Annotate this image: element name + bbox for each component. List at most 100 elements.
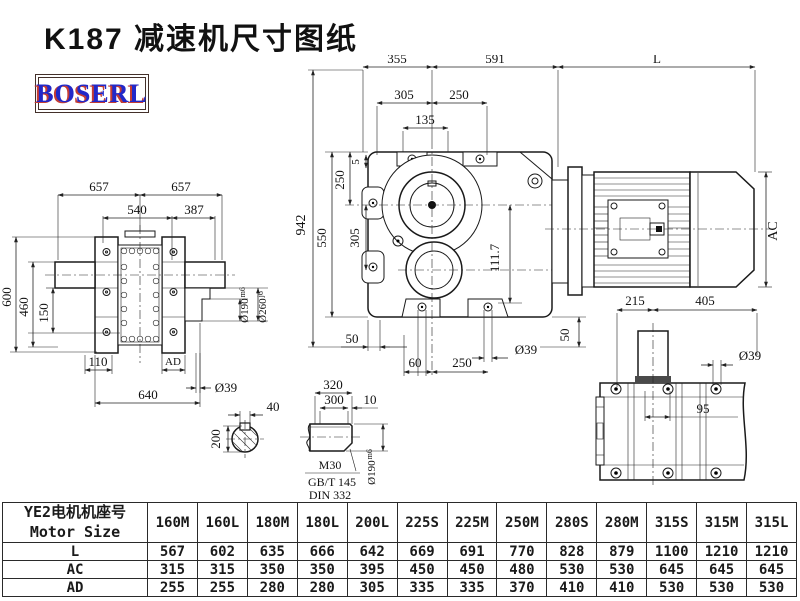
dim-side-hole: Ø39 (515, 342, 537, 357)
page-title: K187 减速机尺寸图纸 (44, 23, 359, 56)
table-cell: 1210 (696, 542, 748, 561)
top-view-ribs (604, 383, 744, 480)
shaft-end-dia-value: Ø190 (366, 460, 378, 485)
dim-shaft-300: 300 (324, 392, 344, 407)
dim-side-135: 135 (415, 112, 435, 127)
table-cell: 395 (346, 560, 398, 579)
table-header-cell: 250M (496, 502, 548, 543)
shaft-dia-value: Ø190 (239, 298, 251, 323)
table-cell: 770 (496, 542, 548, 561)
dim-shaft-10: 10 (364, 392, 377, 407)
dim-side-50-left: 50 (346, 331, 359, 346)
dim-front-hole: Ø39 (215, 380, 237, 395)
dim-front-shaft-dia: Ø190m6 (238, 287, 251, 323)
strip-bolt-holes (102, 248, 178, 336)
dim-front-657-left: 657 (89, 179, 109, 194)
dim-top-hole: Ø39 (739, 348, 761, 363)
dim-top-95: 95 (697, 401, 710, 416)
table-cell: 450 (446, 560, 498, 579)
dim-key-width: 40 (267, 399, 280, 414)
flange-dia-value: Ø260 (257, 298, 269, 323)
top-view-bolt-holes (610, 383, 722, 479)
front-view: 657 657 540 387 600 460 150 110 AD Ø39 6… (0, 179, 269, 407)
dim-top-405: 405 (695, 293, 715, 308)
table-header-cell: 315L (746, 502, 797, 543)
table-cell: 567 (147, 542, 198, 561)
top-view: 215 405 Ø39 95 (595, 293, 761, 487)
dim-shaft-end-dia: Ø190m6 (365, 449, 378, 485)
table-cell: 350 (296, 560, 348, 579)
table-cell: 280 (296, 578, 348, 597)
table-header-cell: 225S (396, 502, 448, 543)
table-header-cell: 160M (147, 502, 198, 543)
dim-side-355: 355 (387, 55, 407, 66)
motor-size-header-line2: Motor Size (29, 522, 121, 541)
dim-side-60: 60 (409, 355, 422, 370)
dim-front-387: 387 (184, 202, 204, 217)
dim-front-460: 460 (16, 297, 31, 317)
flange-bracket (184, 287, 211, 322)
face-bolt-circles (120, 247, 160, 343)
table-cell: 645 (746, 560, 797, 579)
table-cell: 315 (147, 560, 198, 579)
table-cell: 530 (696, 578, 748, 597)
table-cell: 1210 (746, 542, 797, 561)
motor-size-header-line1: YE2电机机座号 (23, 503, 127, 522)
dim-front-ad: AD (165, 356, 181, 368)
label-std-din332: DIN 332 (309, 488, 351, 501)
flange-dia-tol: j6 (256, 291, 265, 298)
dim-side-111-7: 111.7 (487, 243, 502, 272)
table-row-label: L (2, 542, 148, 561)
table-cell: 255 (196, 578, 248, 597)
table-cell: 828 (546, 542, 598, 561)
dim-side-250-top: 250 (449, 87, 469, 102)
table-cell: 335 (396, 578, 448, 597)
table-cell: 602 (196, 542, 248, 561)
shaft-section-view: 40 200 (208, 399, 280, 458)
dim-front-flange-dia: Ø260j6 (256, 291, 269, 323)
table-header-cell: 180L (296, 502, 348, 543)
label-std-gbt145: GB/T 145 (308, 475, 356, 489)
table-row-label: AD (2, 578, 148, 597)
table-header-cell: 315S (646, 502, 698, 543)
table-cell: 645 (646, 560, 698, 579)
brand-logo: BOSERL (35, 74, 149, 113)
table-cell: 530 (546, 560, 598, 579)
dim-front-540: 540 (127, 202, 147, 217)
table-cell: 642 (346, 542, 398, 561)
table-header-cell: 280M (596, 502, 648, 543)
dim-front-150: 150 (36, 303, 51, 323)
table-cell: 280 (246, 578, 298, 597)
table-cell: 530 (646, 578, 698, 597)
dim-side-942: 942 (294, 215, 309, 236)
dim-side-305v: 305 (347, 228, 362, 248)
dim-side-5: 5 (350, 159, 362, 165)
technical-drawing: 657 657 540 387 600 460 150 110 AD Ø39 6… (0, 55, 781, 501)
table-cell: 879 (596, 542, 648, 561)
table-cell: 530 (746, 578, 797, 597)
motor-fins (594, 177, 690, 284)
dim-side-550: 550 (314, 228, 329, 248)
table-cell: 450 (396, 560, 448, 579)
table-cell: 635 (246, 542, 298, 561)
side-view: 355 591 L 305 250 135 942 550 250 5 305 … (294, 55, 756, 377)
shaft-end-dia-tol: m6 (365, 449, 374, 459)
dim-side-305-top: 305 (394, 87, 414, 102)
table-header-cell: 315M (696, 502, 748, 543)
table-header-cell: 200L (346, 502, 398, 543)
dim-side-50-right: 50 (557, 329, 572, 342)
table-header-cell: 280S (546, 502, 598, 543)
shaft-end-view: 320 300 10 M30 GB/T 145 DIN 332 Ø190m6 (300, 377, 388, 501)
dim-motor-ac: AC (766, 221, 781, 240)
dim-shaft-320: 320 (323, 377, 343, 392)
table-cell: 305 (346, 578, 398, 597)
table-cell: 530 (596, 560, 648, 579)
table-cell: 410 (546, 578, 598, 597)
